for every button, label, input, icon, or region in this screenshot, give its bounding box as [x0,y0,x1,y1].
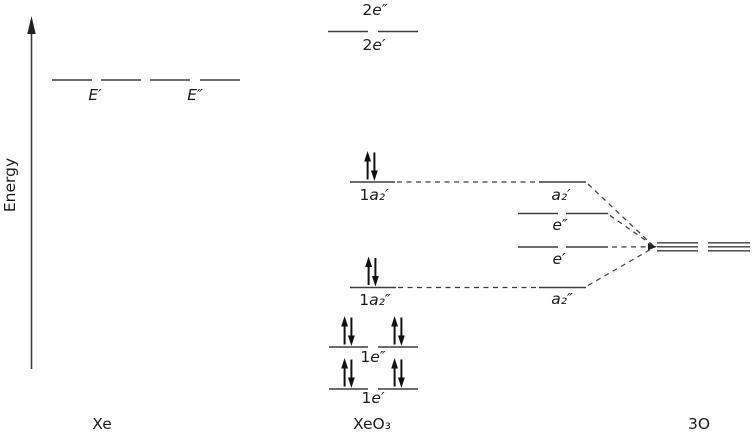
convergence-arrow-icon [648,243,657,251]
xeo3-1e-prime-level: 1e′ [329,357,418,407]
column-captions: Xe XeO₃ 3O [92,415,710,433]
level-label-E-prime: E′ [88,86,102,104]
level-label-1e-dprime: 1e″ [360,348,385,366]
o3-levels: a₂′ e″ e′ a₂″ [518,181,608,308]
caption-xeo3: XeO₃ [353,415,391,433]
electron-pair-icon [340,315,356,347]
xeo3-1e-dprime-level: 1e″ [329,315,418,366]
energy-axis-label: Energy [1,158,19,212]
level-label-1e-prime: 1e′ [362,389,385,407]
level-label-2e-dprime: 2e″ [362,1,387,19]
dash-e-dprime-to-3o [609,214,654,247]
electron-pair-icon [390,315,406,347]
energy-axis: Energy [1,16,36,369]
level-label-E-dprime: E″ [187,86,203,104]
level-label-e-dprime: e″ [552,216,568,234]
level-label-1a2-dprime: 1a₂″ [359,291,391,309]
xeo3-2e-levels: 2e″ 2e′ [328,1,418,54]
o3-degenerate-lines [657,242,750,252]
dash-a2-dprime-to-3o [587,247,654,287]
correlation-lines [397,181,657,289]
xe-levels: E′ E″ [52,79,240,104]
dash-a2-prime-to-3o [587,183,654,246]
electron-pair-icon [364,255,380,288]
caption-xe: Xe [92,415,111,433]
xeo3-1a2-prime-level: 1a₂′ [350,150,395,204]
electron-pair-icon [390,357,406,389]
up-arrow-icon [27,16,36,34]
level-label-a2-dprime: a₂″ [551,290,573,308]
level-label-2e-prime: 2e′ [363,36,386,54]
level-label-1a2-prime: 1a₂′ [359,186,389,204]
caption-3o: 3O [688,415,710,433]
level-label-a2-prime: a₂′ [551,186,571,204]
level-label-e-prime: e′ [552,250,566,268]
electron-pair-icon [340,357,356,389]
xeo3-1a2-dprime-level: 1a₂″ [350,255,396,309]
electron-pair-icon [363,150,379,182]
